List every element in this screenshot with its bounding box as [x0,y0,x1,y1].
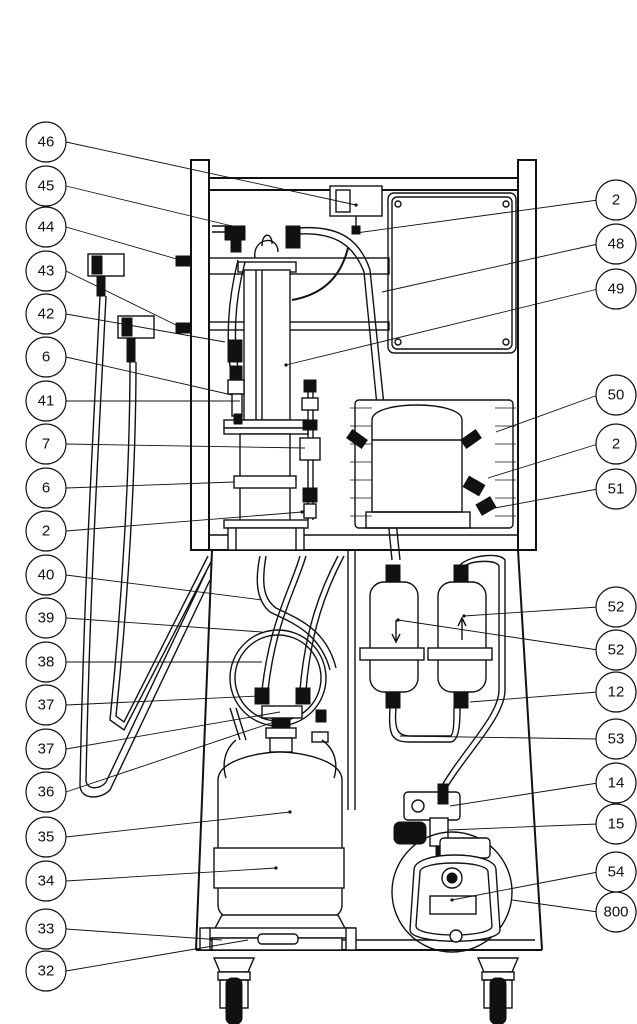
filter-driers [359,554,506,801]
refrigerant-cylinder [212,727,348,931]
svg-text:44: 44 [38,219,55,236]
svg-text:46: 46 [38,134,55,151]
callout-40: 40 [25,554,67,596]
callout-52-a: 52 [595,586,637,628]
svg-text:43: 43 [38,263,55,280]
svg-text:6: 6 [42,480,50,497]
callout-35: 35 [25,816,67,858]
callout-44: 44 [25,206,67,248]
callout-6: 6 [25,336,67,378]
callout-42: 42 [25,293,67,335]
svg-text:52: 52 [608,599,625,616]
callout-39: 39 [25,597,67,639]
callout-2-right-b: 2 [595,423,637,465]
svg-text:36: 36 [38,784,55,801]
svg-text:12: 12 [608,684,625,701]
callout-2-right-a: 2 [595,179,637,221]
solenoid-valve [393,783,461,861]
svg-text:2: 2 [612,192,620,209]
svg-text:34: 34 [38,873,55,890]
callout-14: 14 [595,762,637,804]
pressure-switch [329,185,383,235]
callout-2: 2 [25,510,67,552]
callout-51: 51 [595,468,637,510]
top-hoses [212,225,401,561]
caster-left [212,957,256,1024]
svg-text:800: 800 [603,904,628,921]
callout-12: 12 [595,671,637,713]
svg-text:40: 40 [38,567,55,584]
callout-45: 45 [25,165,67,207]
svg-text:38: 38 [38,654,55,671]
svg-text:35: 35 [38,829,55,846]
svg-text:50: 50 [608,387,625,404]
callout-41: 41 [25,380,67,422]
callout-49: 49 [595,268,637,310]
svg-text:48: 48 [608,236,625,253]
sight-glass-valve [299,379,321,520]
callout-52-b: 52 [595,629,637,671]
callout-32: 32 [25,950,67,992]
callout-34: 34 [25,860,67,902]
leader-lines [65,141,599,972]
svg-text:15: 15 [608,816,625,833]
svg-text:51: 51 [608,481,625,498]
svg-text:2: 2 [42,523,50,540]
leader-dots [274,203,466,902]
callout-43: 43 [25,250,67,292]
svg-text:42: 42 [38,306,55,323]
svg-text:6: 6 [42,349,50,366]
separator-column [223,261,309,551]
svg-text:7: 7 [42,436,50,453]
callouts-left: 46 45 44 43 42 6 41 7 6 2 40 39 38 37 37… [25,121,67,992]
callouts-right: 2 48 49 50 2 51 52 52 12 53 14 15 54 800 [595,179,637,933]
callout-37b: 37 [25,728,67,770]
svg-text:49: 49 [608,281,625,298]
svg-text:37: 37 [38,697,55,714]
svg-text:39: 39 [38,610,55,627]
callout-54: 54 [595,851,637,893]
base-tray [199,927,357,951]
mounting-plate [387,192,517,354]
svg-text:37: 37 [38,741,55,758]
svg-text:32: 32 [38,963,55,980]
hose-couplers [79,253,213,798]
caster-right [476,957,520,1024]
callout-33: 33 [25,908,67,950]
svg-text:33: 33 [38,921,55,938]
callout-15: 15 [595,803,637,845]
callout-6b: 6 [25,467,67,509]
callout-37: 37 [25,684,67,726]
svg-text:41: 41 [38,393,55,410]
callout-50: 50 [595,374,637,416]
compressor-condenser [346,399,516,529]
svg-text:54: 54 [608,864,625,881]
callout-53: 53 [595,718,637,760]
svg-text:14: 14 [608,775,625,792]
callout-48: 48 [595,223,637,265]
manifold-hoses [229,555,345,743]
callout-38: 38 [25,641,67,683]
svg-text:2: 2 [612,436,620,453]
svg-text:52: 52 [608,642,625,659]
vacuum-pump [391,831,513,953]
callout-800: 800 [595,891,637,933]
callout-7: 7 [25,423,67,465]
callout-46: 46 [25,121,67,163]
svg-text:45: 45 [38,178,55,195]
svg-text:53: 53 [608,731,625,748]
callout-36: 36 [25,771,67,813]
